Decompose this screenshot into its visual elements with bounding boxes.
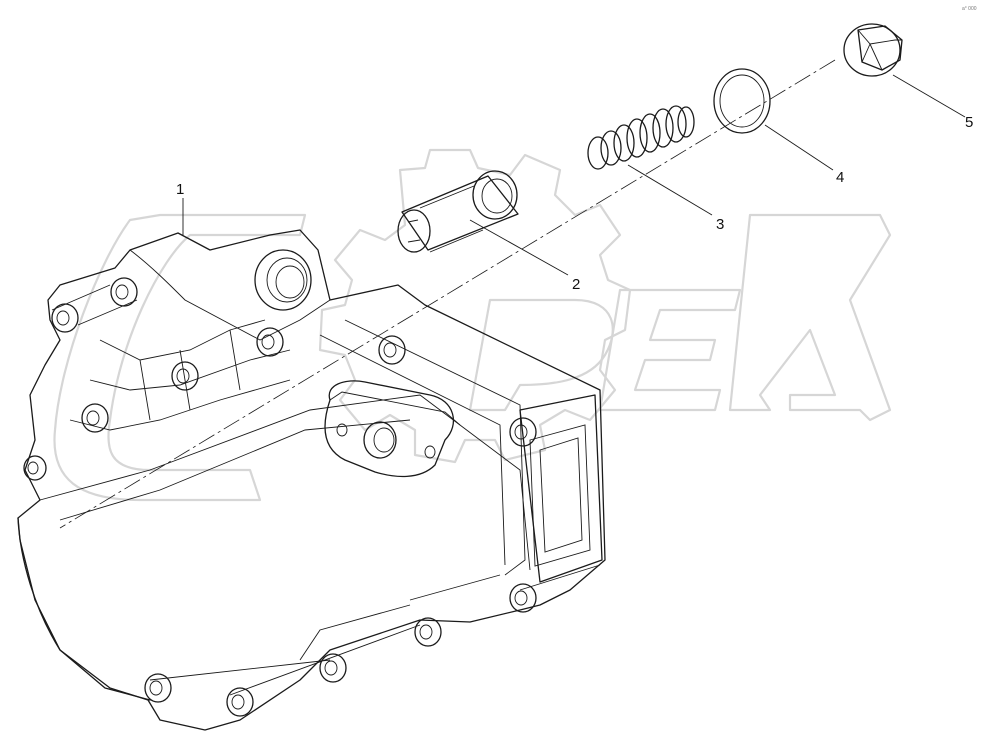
assembly-axis-line bbox=[59, 59, 836, 529]
opex-watermark bbox=[53, 148, 892, 502]
bolt-boss-holes bbox=[23, 277, 537, 717]
sealing-ring-part-4 bbox=[713, 68, 771, 134]
callout-1: 1 bbox=[176, 181, 184, 198]
callout-4: 4 bbox=[836, 169, 844, 186]
callout-5: 5 bbox=[965, 114, 973, 131]
corner-reference-mark: a° 000 bbox=[962, 6, 977, 12]
callout-3: 3 bbox=[716, 216, 724, 233]
sleeve-part-2 bbox=[397, 170, 519, 253]
callout-2: 2 bbox=[572, 276, 580, 293]
spring-part-3 bbox=[587, 105, 695, 170]
plug-screw-part-5 bbox=[843, 23, 903, 77]
leader-lines bbox=[182, 74, 966, 276]
housing-part-1 bbox=[17, 229, 606, 731]
